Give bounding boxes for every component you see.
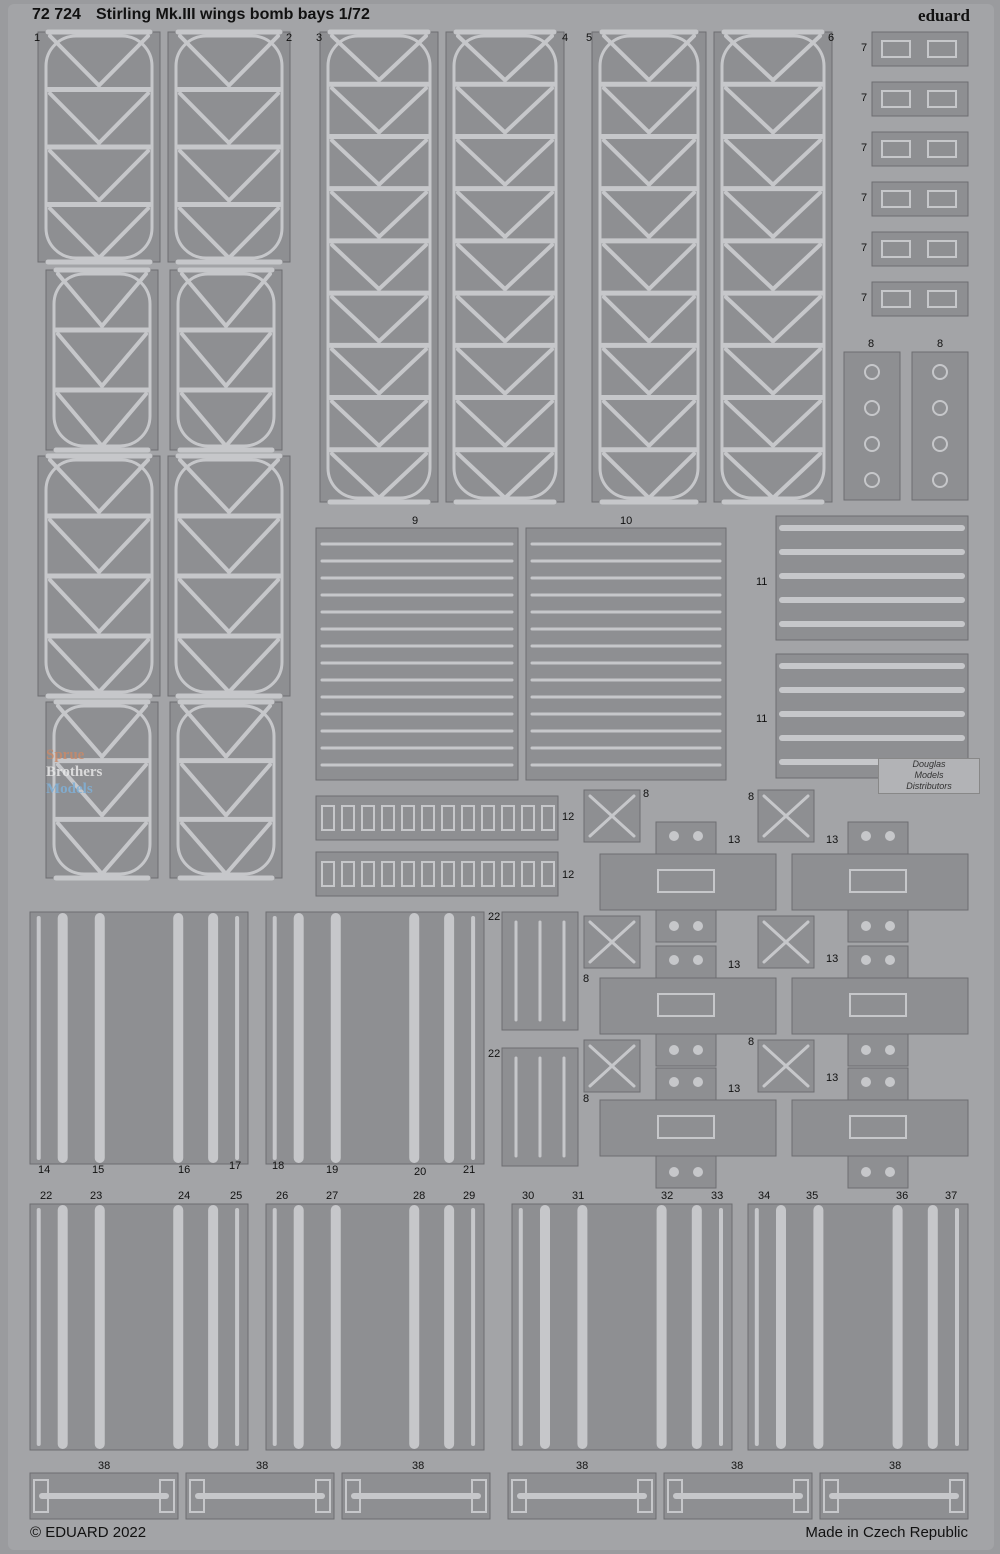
part-number: 22 <box>488 911 501 923</box>
clip-part <box>871 181 969 217</box>
part-number: 8 <box>748 1036 755 1048</box>
part-number: 38 <box>889 1460 902 1472</box>
part-number: 36 <box>896 1190 909 1202</box>
link-row <box>315 795 559 841</box>
clip-part <box>871 231 969 267</box>
sprue-brothers-watermark: Sprue Brothers Models <box>46 747 103 797</box>
cross-piece <box>599 1099 777 1157</box>
product-code: 72 724 <box>32 6 81 23</box>
part-number: 13 <box>826 1072 839 1084</box>
clip-part <box>871 131 969 167</box>
part-number: 20 <box>414 1166 427 1178</box>
part-number: 31 <box>572 1190 585 1202</box>
part-number: 38 <box>256 1460 269 1472</box>
part-number: 14 <box>38 1164 51 1176</box>
part-number: 7 <box>861 142 868 154</box>
bomb-bay-rib-panel <box>45 701 159 879</box>
part-number: 13 <box>728 959 741 971</box>
part-number: 16 <box>178 1164 191 1176</box>
part-number: 26 <box>276 1190 289 1202</box>
part-number: 22 <box>488 1048 501 1060</box>
part-number: 37 <box>945 1190 958 1202</box>
part-number: 30 <box>522 1190 535 1202</box>
part-number: 24 <box>178 1190 191 1202</box>
part-number: 6 <box>828 32 835 44</box>
bomb-bay-rib-panel <box>169 269 283 451</box>
part-number: 7 <box>861 42 868 54</box>
bracket-strip <box>911 351 969 501</box>
part-number: 12 <box>562 869 575 881</box>
bomb-door-panel <box>315 527 519 781</box>
part-number: 13 <box>728 1083 741 1095</box>
bomb-bay-rib-panel <box>169 701 283 879</box>
bomb-bay-rib-panel <box>591 31 707 503</box>
part-number: 29 <box>463 1190 476 1202</box>
part-number: 25 <box>230 1190 243 1202</box>
part-number: 8 <box>868 338 875 350</box>
cross-piece <box>791 977 969 1035</box>
product-title: Stirling Mk.III wings bomb bays 1/72 <box>96 6 370 23</box>
bomb-bay-rib-panel <box>45 269 159 451</box>
bomb-bay-rib-panel <box>319 31 439 503</box>
copyright-text: © EDUARD 2022 <box>30 1524 147 1541</box>
part-number: 10 <box>620 515 633 527</box>
cross-piece <box>599 853 777 911</box>
part-number: 38 <box>98 1460 111 1472</box>
part-number: 5 <box>586 32 593 44</box>
bomb-door-panel <box>525 527 727 781</box>
part-number: 38 <box>412 1460 425 1472</box>
part-number: 22 <box>40 1190 53 1202</box>
part-number: 33 <box>711 1190 724 1202</box>
part-number: 38 <box>576 1460 589 1472</box>
part-number: 8 <box>643 788 650 800</box>
bracket-strip <box>843 351 901 501</box>
part-number: 12 <box>562 811 575 823</box>
part-number: 7 <box>861 292 868 304</box>
part-number: 1 <box>34 32 41 44</box>
part-number: 17 <box>229 1160 242 1172</box>
part-number: 13 <box>826 834 839 846</box>
link-row <box>315 851 559 897</box>
part-number: 11 <box>756 576 768 588</box>
part-number: 18 <box>272 1160 285 1172</box>
cross-piece <box>791 1099 969 1157</box>
bomb-bay-rib-panel <box>713 31 833 503</box>
part-number: 38 <box>731 1460 744 1472</box>
part-number: 7 <box>861 92 868 104</box>
part-number: 19 <box>326 1164 339 1176</box>
clip-part <box>871 81 969 117</box>
part-number: 11 <box>756 713 768 725</box>
part-number: 34 <box>758 1190 771 1202</box>
part-number: 13 <box>826 953 839 965</box>
origin-text: Made in Czech Republic <box>805 1524 968 1541</box>
clip-part <box>871 31 969 67</box>
part-number: 9 <box>412 515 419 527</box>
part-number: 8 <box>583 973 590 985</box>
part-number: 8 <box>748 791 755 803</box>
part-number: 27 <box>326 1190 339 1202</box>
part-number: 7 <box>861 192 868 204</box>
part-number: 3 <box>316 32 323 44</box>
part-number: 28 <box>413 1190 426 1202</box>
brand-logo: eduard <box>918 6 970 25</box>
part-number: 13 <box>728 834 741 846</box>
part-number: 15 <box>92 1164 105 1176</box>
douglas-models-watermark: Douglas Models Distributors <box>878 758 980 794</box>
part-number: 8 <box>937 338 944 350</box>
cross-piece <box>599 977 777 1035</box>
part-number: 23 <box>90 1190 103 1202</box>
part-number: 8 <box>583 1093 590 1105</box>
part-number: 21 <box>463 1164 476 1176</box>
part-number: 7 <box>861 242 868 254</box>
part-number: 32 <box>661 1190 674 1202</box>
clip-part <box>871 281 969 317</box>
part-number: 2 <box>286 32 293 44</box>
bomb-bay-rib-panel <box>445 31 565 503</box>
part-number: 4 <box>562 32 569 44</box>
part-number: 35 <box>806 1190 819 1202</box>
cross-piece <box>791 853 969 911</box>
